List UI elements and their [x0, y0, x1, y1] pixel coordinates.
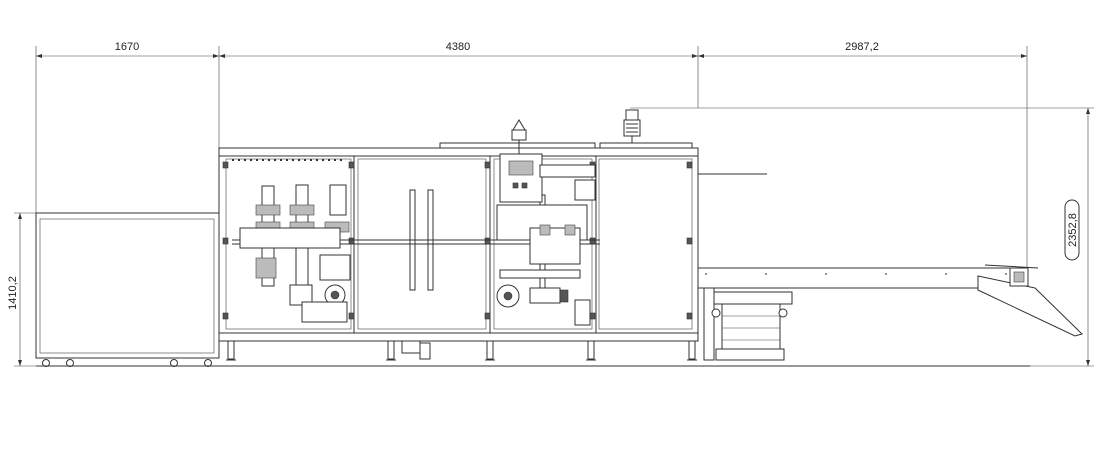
total-height-dimension: 2352,8 — [1067, 213, 1079, 247]
top-motor — [599, 109, 693, 149]
sealing-mechanism — [496, 179, 596, 326]
infeed-width-dimension: 1670 — [115, 41, 139, 53]
outfeed-conveyor — [697, 173, 1083, 361]
infeed-table — [35, 212, 220, 367]
top-dimension-chain: 1670 4380 2987,2 — [35, 41, 1028, 272]
right-height-dimension: 2352,8 — [630, 107, 1094, 367]
infeed-height-dimension: 1410,2 — [7, 276, 19, 310]
outfeed-width-dimension: 2987,2 — [845, 41, 879, 53]
machine-legs — [226, 340, 697, 361]
machine-body-width-dimension: 4380 — [446, 41, 470, 53]
control-panel — [499, 119, 596, 203]
left-height-dimension: 1410,2 — [7, 212, 40, 367]
machine-body — [218, 142, 699, 342]
forming-mechanism — [239, 184, 351, 323]
